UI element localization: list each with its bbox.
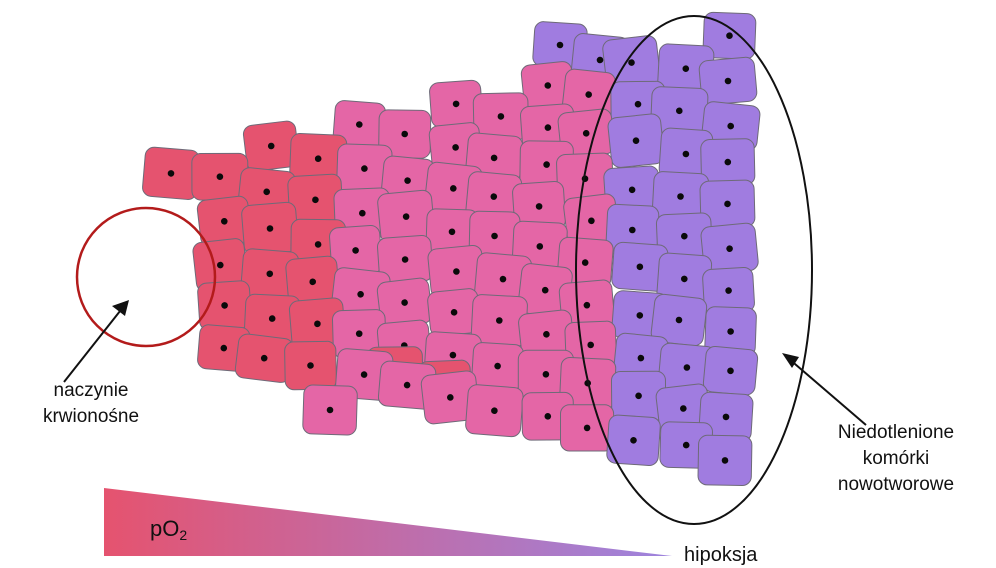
tumor-cell <box>701 139 755 186</box>
tumor-cell <box>703 346 759 396</box>
hypoxic-arrow <box>782 353 866 425</box>
tumor-cell <box>284 341 336 390</box>
cell-nucleus <box>543 371 550 378</box>
cell-nucleus <box>584 425 591 432</box>
vessel-label-line1: naczynie <box>6 378 176 404</box>
tumor-cell <box>471 342 524 390</box>
tumor-cell <box>561 405 614 451</box>
po2-subscript: 2 <box>179 527 187 543</box>
tumor-cell <box>607 113 665 168</box>
tumor-cell <box>197 280 252 330</box>
hypoxia-label: hipoksja <box>684 542 757 568</box>
po2-main-text: pO <box>150 516 179 541</box>
tumor-cell <box>698 435 752 486</box>
blood-vessel-circle <box>77 208 215 346</box>
hypoxic-cells-label: Niedotlenione komórki nowotworowe <box>796 420 996 498</box>
hypoxic-label-line2: komórki <box>796 446 996 472</box>
blood-vessel-label: naczynie krwionośne <box>6 378 176 430</box>
cell-nucleus <box>635 392 642 399</box>
cell-nucleus <box>217 173 224 180</box>
po2-label: pO2 <box>150 516 187 548</box>
hypoxic-label-line1: Niedotlenione <box>796 420 996 446</box>
vessel-label-line2: krwionośne <box>6 404 176 430</box>
tumor-cell <box>465 384 524 437</box>
tumor-cell <box>303 385 358 436</box>
hypoxic-label-line3: nowotworowe <box>796 472 996 498</box>
oxygen-gradient-triangle <box>104 488 672 556</box>
tumor-cell <box>241 202 299 256</box>
tumor-cell-mass <box>142 12 761 486</box>
